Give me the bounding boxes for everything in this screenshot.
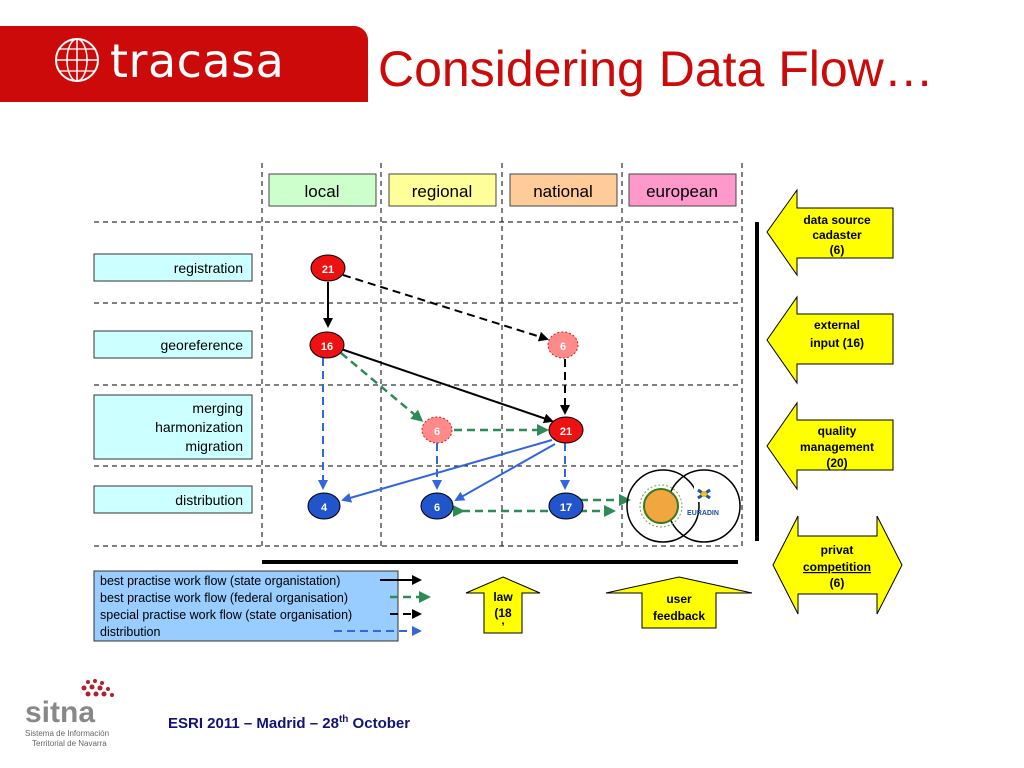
bottom-arrow-user-feedback: user feedback: [605, 576, 753, 629]
svg-text:(20): (20): [826, 456, 847, 470]
svg-text:special practise work flow (st: special practise work flow (state organi…: [100, 608, 352, 622]
svg-text:sitna: sitna: [25, 696, 95, 729]
svg-text:feedback: feedback: [653, 609, 705, 623]
svg-text:registration: registration: [174, 260, 243, 276]
svg-text:national: national: [533, 182, 593, 201]
grid-lines: [94, 163, 743, 547]
node-registration-local: 21: [310, 254, 346, 282]
column-header-regional: regional: [388, 173, 497, 207]
node-georeference-local: 16: [309, 331, 345, 359]
legend: best practise work flow (state organista…: [93, 570, 431, 642]
node-distribution-regional: 6: [420, 492, 454, 520]
footer-text-end: October: [348, 715, 411, 732]
svg-text:21: 21: [322, 264, 334, 276]
side-arrow-quality-management: quality management (20): [766, 401, 894, 491]
svg-text:ʼ: ʼ: [501, 620, 504, 634]
svg-text:user: user: [666, 592, 692, 606]
svg-text:21: 21: [560, 426, 572, 438]
svg-text:(18: (18: [494, 606, 512, 620]
svg-text:external: external: [814, 318, 860, 332]
svg-text:merging: merging: [192, 400, 243, 416]
svg-text:georeference: georeference: [160, 337, 243, 353]
svg-text:data source: data source: [803, 213, 871, 227]
svg-text:17: 17: [560, 502, 572, 514]
svg-text:6: 6: [434, 426, 440, 438]
row-label-merging: merging harmonization migration: [93, 394, 253, 460]
footer-text: ESRI 2011 – Madrid – 28th October: [168, 714, 410, 732]
column-header-national: national: [509, 173, 618, 207]
svg-text:regional: regional: [412, 182, 473, 201]
row-label-registration: registration: [93, 253, 253, 282]
svg-text:local: local: [305, 182, 340, 201]
svg-text:european: european: [646, 182, 718, 201]
globe-icon: [55, 38, 99, 82]
column-header-local: local: [268, 173, 377, 207]
european-network-logos: EURADIN: [626, 469, 741, 543]
distribution-arrow-national-to-regional: [454, 443, 556, 501]
svg-text:privat: privat: [821, 543, 854, 557]
svg-text:6: 6: [434, 502, 440, 514]
flow-arrow-geo-to-merge-national: [340, 348, 554, 424]
brand-logo-text: tracasa: [110, 34, 285, 88]
node-merging-national: 21: [548, 416, 584, 444]
svg-text:best practise work flow (feder: best practise work flow (federal organis…: [100, 591, 348, 605]
svg-text:competition: competition: [803, 560, 871, 574]
header-bar: [0, 26, 368, 102]
federal-arrow-geo-to-merge-regional: [340, 352, 424, 422]
distribution-arrow-national-to-local: [341, 439, 553, 503]
svg-text:harmonization: harmonization: [155, 419, 243, 435]
side-arrow-data-source: data source cadaster (6): [766, 188, 894, 277]
svg-text:input (16): input (16): [810, 336, 864, 350]
sitna-dots-icon: [81, 679, 114, 697]
node-merging-regional: 6: [421, 416, 453, 444]
side-arrow-privat-competition: privat competition (6): [772, 515, 903, 615]
node-distribution-local: 4: [307, 492, 341, 520]
flow-arrow-reg-to-geo-national: [342, 274, 549, 342]
svg-text:quality: quality: [818, 424, 857, 438]
row-label-distribution: distribution: [93, 485, 253, 514]
node-georeference-national: 6: [547, 331, 579, 359]
column-header-european: european: [628, 173, 737, 207]
footer-text-main: ESRI 2011 – Madrid – 28: [168, 715, 339, 732]
svg-text:management: management: [800, 440, 874, 454]
footer-text-sup: th: [338, 714, 349, 725]
svg-text:distribution: distribution: [175, 492, 243, 508]
svg-text:16: 16: [321, 341, 333, 353]
svg-text:best practise work flow (state: best practise work flow (state organista…: [100, 574, 340, 588]
svg-text:4: 4: [321, 502, 328, 514]
slide-title: Considering Data Flow…: [378, 41, 934, 97]
sitna-logo: sitna Sistema de Información Territorial…: [25, 679, 114, 748]
inspire-seal-icon: [643, 488, 679, 524]
svg-text:EURADIN: EURADIN: [687, 510, 719, 517]
side-arrow-external-input: external input (16): [766, 295, 894, 385]
node-distribution-national: 17: [548, 492, 584, 520]
svg-text:cadaster: cadaster: [812, 228, 862, 242]
euradin-logo-icon: EURADIN: [687, 486, 719, 517]
svg-text:6: 6: [560, 341, 566, 353]
svg-text:law: law: [493, 590, 513, 604]
svg-text:Sistema de Información: Sistema de Información: [25, 729, 109, 738]
svg-text:migration: migration: [185, 438, 243, 454]
bottom-arrow-law: law (18 ʼ: [465, 576, 541, 634]
svg-text:distribution: distribution: [100, 625, 160, 639]
svg-text:(6): (6): [830, 243, 845, 257]
svg-text:Territorial de Navarra: Territorial de Navarra: [32, 739, 107, 748]
svg-text:(6): (6): [830, 576, 845, 590]
row-label-georeference: georeference: [93, 330, 253, 359]
